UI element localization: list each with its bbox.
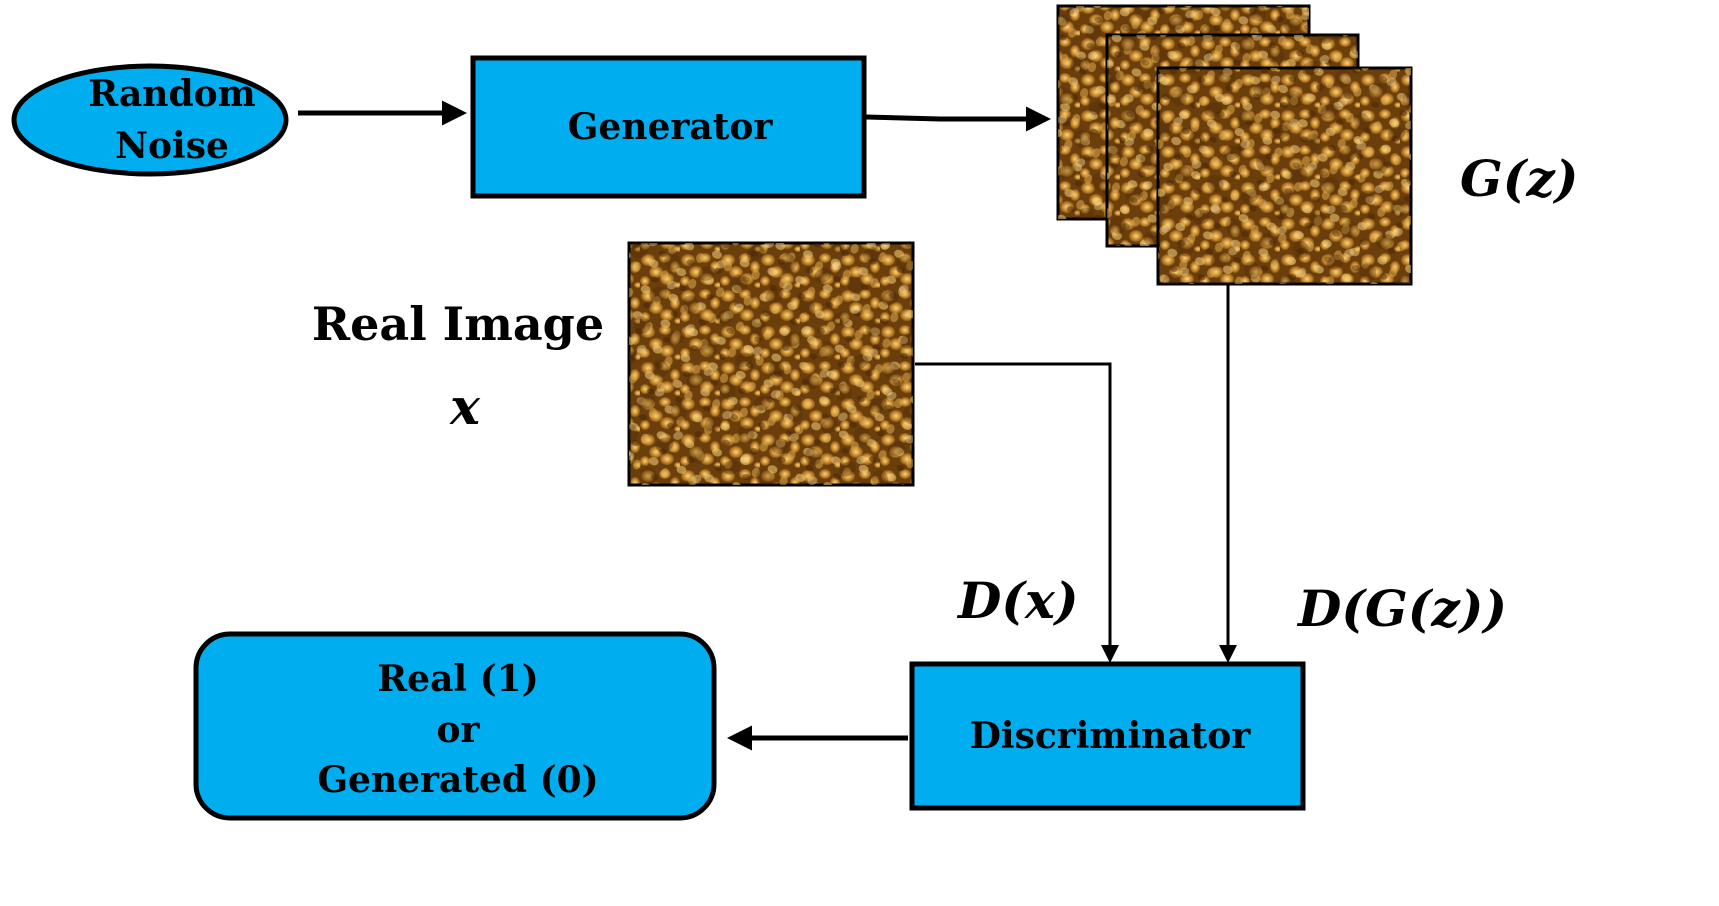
arrow-generator-to-images — [865, 106, 1051, 132]
output-node: Real (1) or Generated (0) — [193, 631, 717, 821]
d-generated-label: D(G(z)) — [1296, 579, 1507, 638]
random-noise-node: Random Noise — [11, 63, 289, 177]
output-label-line2: or — [437, 709, 481, 751]
real-image — [627, 241, 915, 487]
random-noise-label-line2: Noise — [115, 125, 229, 167]
generated-image-front — [1156, 66, 1413, 286]
d-real-label: D(x) — [956, 571, 1078, 630]
generated-images-stack — [1056, 4, 1413, 286]
discriminator-node: Discriminator — [909, 661, 1306, 811]
generated-label: G(z) — [1460, 149, 1578, 208]
output-label-line3: Generated (0) — [317, 759, 598, 801]
real-image-label: Real Image — [312, 297, 604, 351]
real-image-symbol: x — [449, 377, 481, 436]
output-label-line1: Real (1) — [377, 658, 538, 700]
random-noise-label-line1: Random — [88, 73, 256, 115]
discriminator-label: Discriminator — [970, 715, 1252, 757]
generator-node: Generator — [470, 55, 867, 199]
generator-label: Generator — [568, 106, 774, 148]
arrow-real-to-discriminator — [915, 362, 1119, 663]
